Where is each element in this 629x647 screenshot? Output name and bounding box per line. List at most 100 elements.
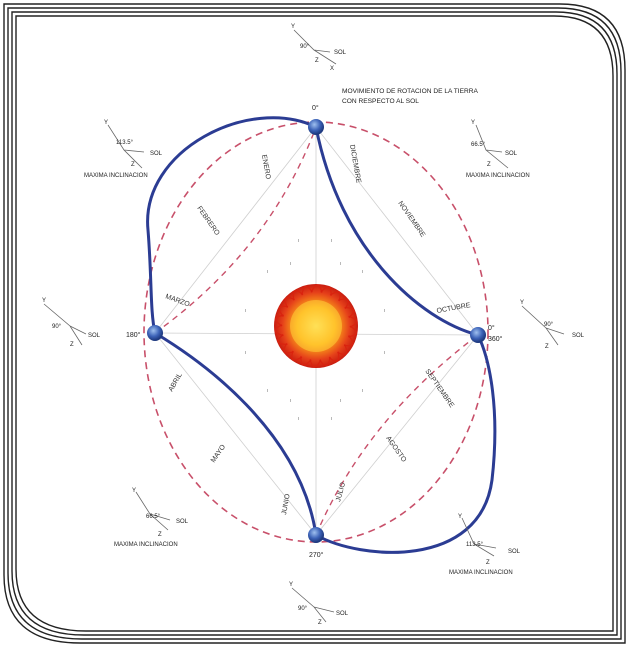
axis-right-y: Y — [520, 300, 524, 306]
inner-dashed-curves — [154, 126, 479, 536]
axis-bottom-angle: 90° — [298, 606, 308, 612]
month-septiembre: SEPTIEMBRE — [423, 368, 455, 409]
sun-flare — [309, 359, 322, 368]
sun-flare — [348, 315, 358, 328]
axis-tr-sol: SOL — [505, 151, 518, 157]
earth-bottom — [308, 527, 324, 543]
axis-tr-caption: MAXIMA INCLINACION — [466, 173, 530, 179]
axis-tl-y: Y — [104, 120, 108, 126]
position-top-label: 0° — [312, 104, 319, 112]
svg-text:ı: ı — [362, 388, 363, 394]
axis-top-angle: 90° — [300, 44, 310, 50]
svg-text:ı: ı — [384, 308, 385, 314]
axis-diagram-bottom: Y 90° SOL Z — [289, 582, 349, 626]
title-line-2: CON RESPECTO AL SOL — [342, 98, 419, 105]
sun-flare — [319, 356, 331, 367]
svg-text:ı: ı — [340, 261, 341, 267]
title-line-1: MOVIMIENTO DE ROTACION DE LA TIERRA — [342, 88, 479, 95]
axis-right-angle: 90° — [544, 322, 554, 328]
axis-bl-z: Z — [158, 532, 162, 538]
sun-flare — [300, 356, 312, 366]
month-marzo: MARZO — [164, 293, 191, 308]
axis-left-angle: 90° — [52, 324, 62, 330]
month-mayo: MAYO — [210, 443, 228, 464]
axis-bl-caption: MAXIMA INCLINACION — [114, 542, 178, 548]
axis-right-sol: SOL — [572, 333, 585, 339]
sun-flare — [278, 305, 289, 317]
svg-text:ı: ı — [290, 398, 291, 404]
axis-bottom-y: Y — [289, 582, 293, 588]
sun-flare — [343, 335, 354, 347]
axis-diagram-top: Y 90° SOL X Z — [291, 24, 347, 72]
sun-flare — [320, 286, 332, 296]
axis-tr-angle: 66.5° — [471, 142, 486, 148]
svg-text:ı: ı — [298, 238, 299, 244]
axis-right-z: Z — [545, 344, 549, 350]
axis-tl-angle: 113.5° — [116, 140, 134, 146]
axis-bl-y: Y — [132, 488, 136, 494]
axis-diagram-top-left: Y 113.5° SOL Z MAXIMA INCLINACION — [84, 120, 163, 179]
axis-br-y: Y — [458, 514, 462, 520]
position-right-label-a: 0° — [488, 324, 495, 332]
month-agosto: AGOSTO — [384, 435, 407, 464]
earth-top — [308, 119, 324, 135]
sun-flare — [284, 297, 295, 308]
axis-bottom-sol: SOL — [336, 611, 349, 617]
month-noviembre: NOVIEMBRE — [396, 200, 426, 239]
sun-flare — [283, 343, 294, 354]
axis-tr-z: Z — [487, 162, 491, 168]
sun-flare — [277, 334, 288, 346]
sun-flare — [310, 284, 323, 293]
position-left-label: 180° — [126, 331, 141, 339]
sun-flare — [338, 298, 349, 309]
svg-text:ı: ı — [340, 398, 341, 404]
axis-diagram-bottom-right: Y 113.5° SOL Z MAXIMA INCLINACION — [449, 514, 521, 576]
sun — [274, 284, 358, 368]
svg-text:ı: ı — [290, 261, 291, 267]
axis-tl-caption: MAXIMA INCLINACION — [84, 173, 148, 179]
sun-flare — [344, 306, 355, 318]
month-junio: JUNIO — [281, 493, 292, 515]
axis-br-caption: MAXIMA INCLINACION — [449, 570, 513, 576]
earth-right — [470, 327, 486, 343]
svg-text:ı: ı — [384, 350, 385, 356]
axis-tl-z: Z — [131, 162, 135, 168]
axis-tl-sol: SOL — [150, 151, 163, 157]
sun-flare — [337, 344, 348, 355]
month-enero: ENERO — [260, 154, 271, 180]
axis-br-angle: 113.5° — [466, 542, 484, 548]
axis-left-sol: SOL — [88, 333, 101, 339]
position-right-label-b: 360° — [488, 335, 503, 343]
axis-diagram-top-right: Y 66.5° SOL Z MAXIMA INCLINACION — [466, 120, 530, 179]
axis-diagram-left: Y 90° SOL Z — [42, 298, 101, 348]
month-octubre: OCTUBRE — [436, 302, 471, 315]
axis-tr-y: Y — [471, 120, 475, 126]
axis-bl-sol: SOL — [176, 519, 189, 525]
svg-text:ı: ı — [267, 269, 268, 275]
axis-diagram-bottom-left: Y 66.5° SOL Z MAXIMA INCLINACION — [114, 488, 189, 548]
sun-flare — [301, 285, 313, 296]
axis-top-z: Z — [315, 58, 319, 64]
axis-br-sol: SOL — [508, 549, 521, 555]
sun-flare — [275, 314, 284, 327]
svg-text:ı: ı — [298, 416, 299, 422]
axis-left-y: Y — [42, 298, 46, 304]
sun-flare — [292, 290, 304, 301]
axis-top-sol: SOL — [334, 50, 347, 56]
svg-text:ı: ı — [331, 238, 332, 244]
sun-flare — [291, 350, 303, 361]
month-abril: ABRIL — [168, 372, 184, 393]
sun-flare — [329, 291, 341, 302]
svg-text:ı: ı — [331, 416, 332, 422]
svg-text:ı: ı — [245, 350, 246, 356]
svg-text:ı: ı — [267, 388, 268, 394]
axis-top-y: Y — [291, 24, 295, 30]
position-bottom-label: 270° — [309, 551, 324, 559]
sun-flare — [348, 325, 357, 338]
axis-bl-angle: 66.5° — [146, 514, 161, 520]
axis-br-z: Z — [486, 560, 490, 566]
svg-text:ı: ı — [245, 308, 246, 314]
